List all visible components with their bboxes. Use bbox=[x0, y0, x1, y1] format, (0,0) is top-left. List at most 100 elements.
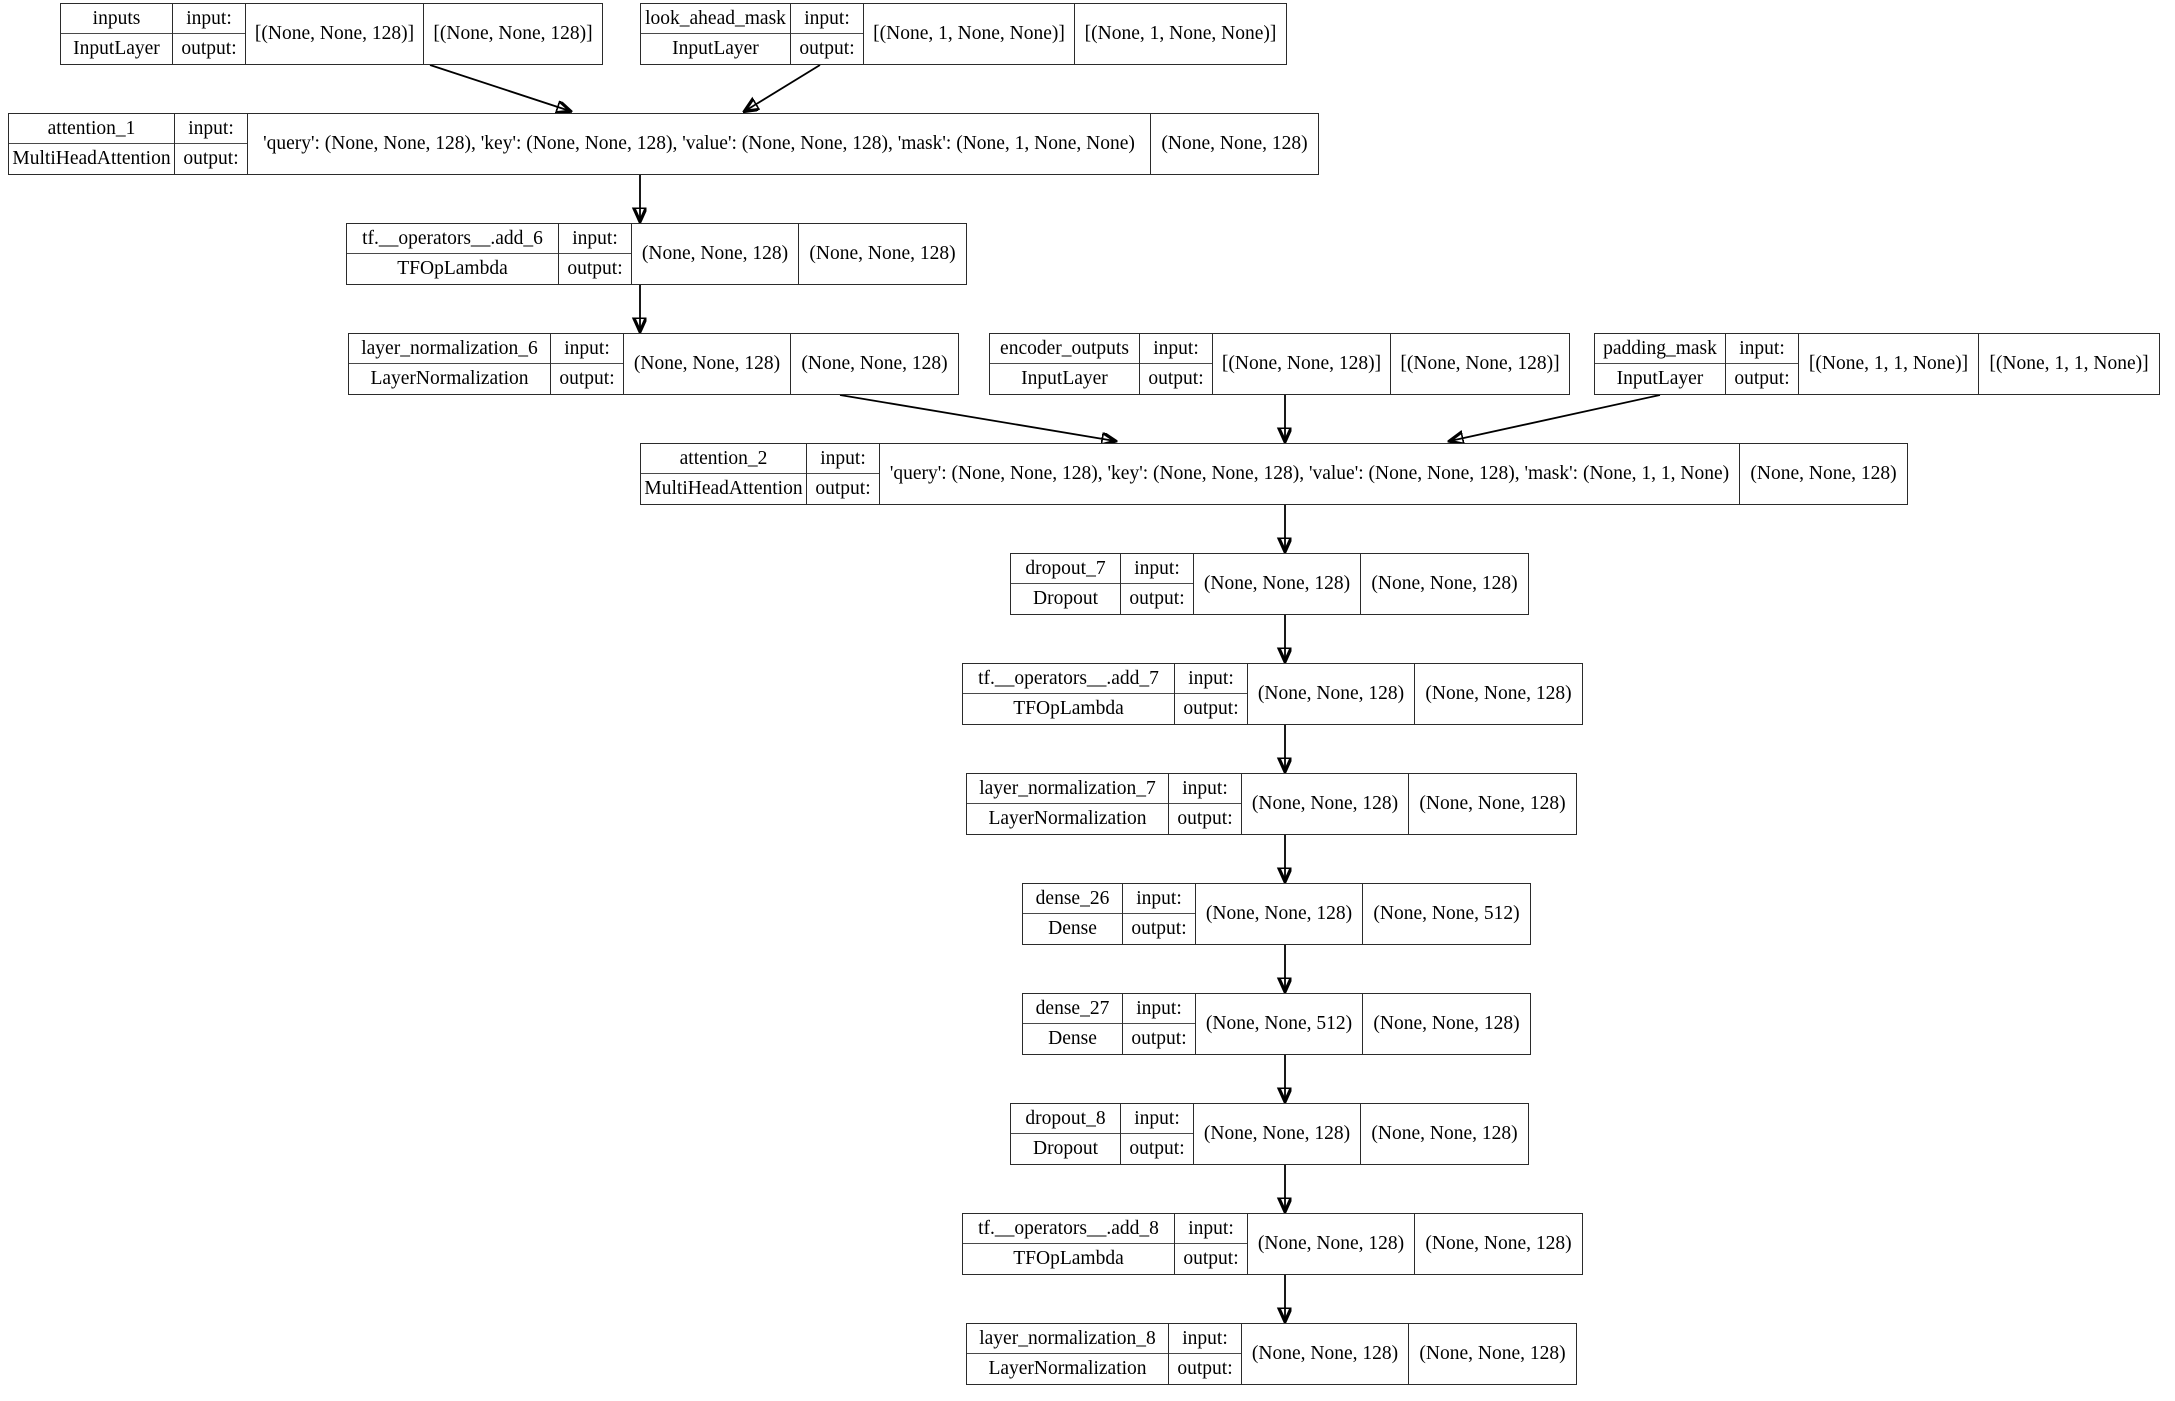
input-shape: [(None, 1, 1, None)] bbox=[1799, 334, 1979, 394]
input-label: input: bbox=[1140, 334, 1212, 364]
input-label: input: bbox=[1726, 334, 1798, 364]
layer-type: InputLayer bbox=[672, 38, 759, 60]
layer-type: Dropout bbox=[1033, 588, 1098, 610]
input-shape: (None, None, 128) bbox=[1248, 1214, 1415, 1274]
layer-name: layer_normalization_6 bbox=[349, 334, 550, 364]
layer-name: dropout_7 bbox=[1011, 554, 1120, 584]
output-label: output: bbox=[1131, 918, 1187, 940]
layer-name: attention_2 bbox=[641, 444, 806, 474]
layer-type: LayerNormalization bbox=[988, 808, 1147, 830]
input-shape: [(None, None, 128)] bbox=[246, 4, 424, 64]
output-shape: (None, None, 128) bbox=[1373, 1013, 1520, 1034]
input-shape: (None, None, 128) bbox=[1194, 1104, 1361, 1164]
edge-look_ahead_mask-to-attention_1 bbox=[745, 64, 821, 111]
output-label: output: bbox=[815, 478, 871, 500]
layer-type: TFOpLambda bbox=[1013, 1248, 1124, 1270]
output-shape: (None, None, 128) bbox=[809, 243, 956, 264]
input-label: input: bbox=[807, 444, 879, 474]
input-label: input: bbox=[1175, 1214, 1247, 1244]
edge-padding_mask-to-attention_2 bbox=[1450, 394, 1661, 441]
output-label: output: bbox=[799, 38, 855, 60]
input-shape: (None, None, 128) bbox=[1242, 774, 1409, 834]
output-label: output: bbox=[181, 38, 237, 60]
output-label: output: bbox=[1177, 808, 1233, 830]
input-label: input: bbox=[173, 4, 245, 34]
layer-type: TFOpLambda bbox=[1013, 698, 1124, 720]
layer-type: LayerNormalization bbox=[370, 368, 529, 390]
layer-name: encoder_outputs bbox=[990, 334, 1139, 364]
input-shape: (None, None, 128) bbox=[624, 334, 791, 394]
output-label: output: bbox=[1131, 1028, 1187, 1050]
output-label: output: bbox=[1183, 1248, 1239, 1270]
input-label: input: bbox=[559, 224, 631, 254]
layer-name: look_ahead_mask bbox=[641, 4, 790, 34]
edge-layer_normalization_6-to-attention_2 bbox=[839, 394, 1115, 441]
input-shape: 'query': (None, None, 128), 'key': (None… bbox=[880, 444, 1740, 504]
output-shape: (None, None, 128) bbox=[801, 353, 948, 374]
layer-name: tf.__operators__.add_7 bbox=[963, 664, 1174, 694]
input-shape: (None, None, 128) bbox=[1194, 554, 1361, 614]
layer-name: layer_normalization_7 bbox=[967, 774, 1168, 804]
layer-type: InputLayer bbox=[1616, 368, 1704, 390]
input-shape: (None, None, 512) bbox=[1196, 994, 1363, 1054]
layer-name: inputs bbox=[61, 4, 172, 34]
layer-name: tf.__operators__.add_8 bbox=[963, 1214, 1174, 1244]
input-label: input: bbox=[1123, 884, 1195, 914]
input-shape: (None, None, 128) bbox=[1248, 664, 1415, 724]
layer-type: Dense bbox=[1048, 1028, 1097, 1050]
input-label: input: bbox=[551, 334, 623, 364]
output-shape: (None, None, 128) bbox=[1425, 1233, 1572, 1254]
layer-type: InputLayer bbox=[73, 38, 160, 60]
input-shape: 'query': (None, None, 128), 'key': (None… bbox=[248, 114, 1151, 174]
output-label: output: bbox=[567, 258, 623, 280]
input-label: input: bbox=[1169, 774, 1241, 804]
output-shape: (None, None, 128) bbox=[1161, 133, 1308, 154]
output-label: output: bbox=[183, 148, 239, 170]
layer-type: InputLayer bbox=[1021, 368, 1108, 390]
output-label: output: bbox=[1734, 368, 1790, 390]
layer-name: layer_normalization_8 bbox=[967, 1324, 1168, 1354]
input-shape: (None, None, 128) bbox=[1242, 1324, 1409, 1384]
output-shape: (None, None, 128) bbox=[1419, 1343, 1566, 1364]
input-shape: [(None, 1, None, None)] bbox=[864, 4, 1075, 64]
output-label: output: bbox=[1148, 368, 1204, 390]
layer-name: dense_27 bbox=[1023, 994, 1122, 1024]
layer-name: dense_26 bbox=[1023, 884, 1122, 914]
output-label: output: bbox=[1129, 588, 1185, 610]
edge-inputs-to-attention_1 bbox=[429, 64, 570, 111]
output-shape: (None, None, 512) bbox=[1373, 903, 1520, 924]
layer-type: MultiHeadAttention bbox=[12, 148, 171, 170]
output-shape: (None, None, 128) bbox=[1419, 793, 1566, 814]
layer-name: attention_1 bbox=[9, 114, 174, 144]
layer-type: LayerNormalization bbox=[988, 1358, 1147, 1380]
input-shape: (None, None, 128) bbox=[1196, 884, 1363, 944]
layer-type: Dropout bbox=[1033, 1138, 1098, 1160]
input-label: input: bbox=[175, 114, 247, 144]
layer-name: dropout_8 bbox=[1011, 1104, 1120, 1134]
output-shape: (None, None, 128) bbox=[1371, 573, 1518, 594]
input-shape: [(None, None, 128)] bbox=[1213, 334, 1391, 394]
layer-type: MultiHeadAttention bbox=[644, 478, 803, 500]
input-label: input: bbox=[1169, 1324, 1241, 1354]
input-label: input: bbox=[1121, 554, 1193, 584]
output-shape: (None, None, 128) bbox=[1371, 1123, 1518, 1144]
output-label: output: bbox=[559, 368, 615, 390]
output-label: output: bbox=[1177, 1358, 1233, 1380]
